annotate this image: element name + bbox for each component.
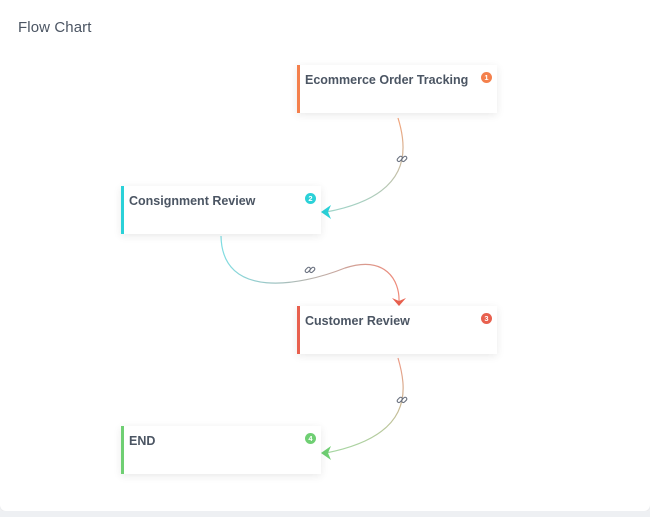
panel-bottom-edge xyxy=(0,511,650,517)
edge-1-2[interactable] xyxy=(325,117,404,213)
edge-2-3-arrow xyxy=(392,298,406,306)
panel-title: Flow Chart xyxy=(18,19,92,36)
flow-node[interactable]: Customer Review 3 xyxy=(297,306,497,354)
step-badge: 2 xyxy=(305,193,316,204)
node-label: Ecommerce Order Tracking xyxy=(305,73,469,87)
flow-node[interactable]: Ecommerce Order Tracking 1 xyxy=(297,65,497,113)
link-icon[interactable] xyxy=(304,264,316,276)
edge-1-2-arrow xyxy=(321,205,331,219)
flow-node[interactable]: Consignment Review 2 xyxy=(121,186,321,234)
step-badge: 1 xyxy=(481,72,492,83)
link-icon[interactable] xyxy=(396,394,408,406)
edge-3-4[interactable] xyxy=(325,357,404,454)
flow-node[interactable]: END 4 xyxy=(121,426,321,474)
link-icon[interactable] xyxy=(396,153,408,165)
step-badge: 4 xyxy=(305,433,316,444)
node-label: Consignment Review xyxy=(129,194,256,208)
edge-3-4-arrow xyxy=(321,446,331,460)
node-label: Customer Review xyxy=(305,314,410,328)
node-label: END xyxy=(129,434,156,448)
step-badge: 3 xyxy=(481,313,492,324)
edge-2-3[interactable] xyxy=(220,235,400,303)
